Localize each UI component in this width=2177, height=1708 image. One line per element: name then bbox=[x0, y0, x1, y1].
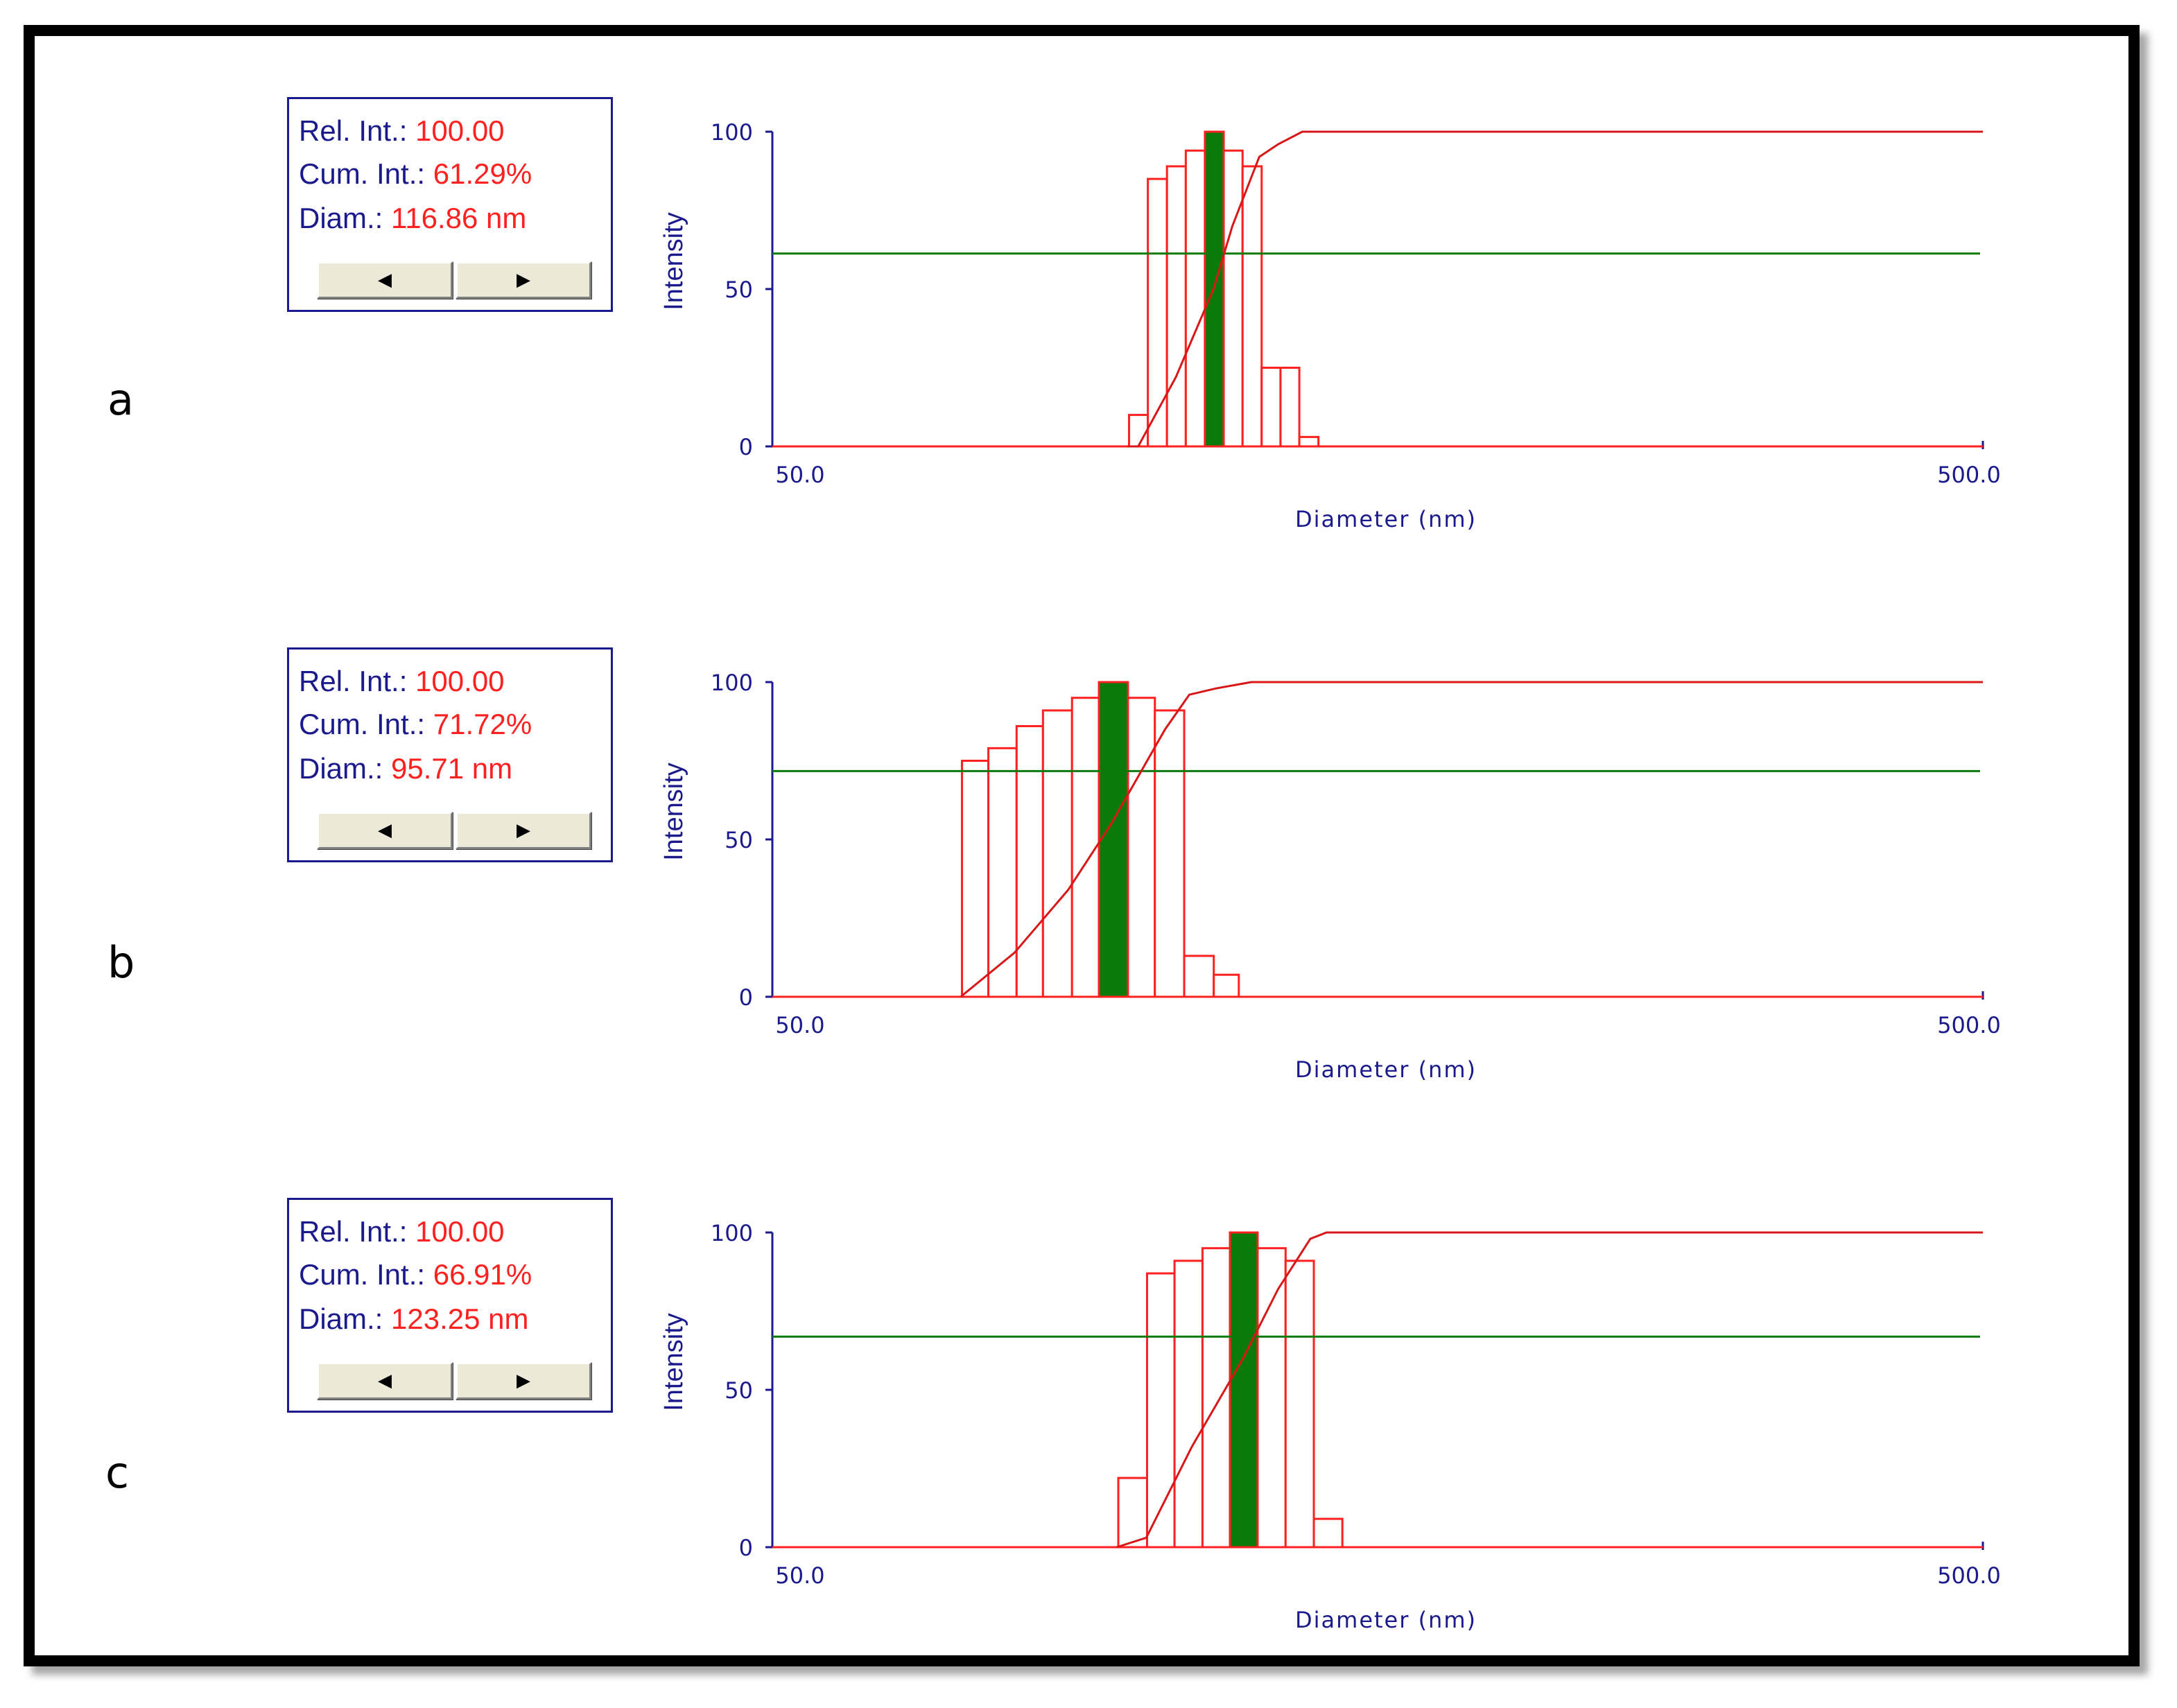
x-axis-label: Diameter (nm) bbox=[1295, 1607, 1477, 1633]
x-axis-label: Diameter (nm) bbox=[1295, 1056, 1477, 1083]
rel-int-line: Rel. Int.: 100.00 bbox=[299, 1215, 505, 1248]
prev-button[interactable]: ◀ bbox=[317, 1362, 453, 1400]
y-tick-label: 50 bbox=[725, 1377, 753, 1404]
diam-line: Diam.: 123.25 nm bbox=[299, 1302, 529, 1336]
y-tick-label: 50 bbox=[725, 827, 753, 853]
x-tick-label: 50.0 bbox=[775, 462, 824, 488]
x-tick-label: 500.0 bbox=[1937, 1562, 2001, 1589]
arrow-right-icon: ▶ bbox=[517, 270, 530, 290]
bar bbox=[1222, 149, 1244, 448]
cumulative-curve bbox=[1127, 130, 1983, 448]
x-tick-label: 50.0 bbox=[775, 1012, 824, 1038]
bar bbox=[961, 760, 990, 998]
bar bbox=[1154, 709, 1186, 998]
bar bbox=[1260, 367, 1282, 448]
bar bbox=[1279, 367, 1301, 448]
prev-button[interactable]: ◀ bbox=[317, 261, 453, 299]
diam-label: Diam.: bbox=[299, 1302, 383, 1335]
diam-value: 116.86 nm bbox=[391, 202, 527, 234]
diam-line: Diam.: 95.71 nm bbox=[299, 752, 512, 785]
panel-label-b: b bbox=[107, 937, 135, 988]
panel-label-c: c bbox=[105, 1447, 130, 1498]
cum-int-value: 61.29% bbox=[433, 157, 532, 190]
x-tick-label: 500.0 bbox=[1937, 1012, 2001, 1038]
bar bbox=[1256, 1247, 1287, 1549]
y-tick-label: 0 bbox=[739, 434, 753, 460]
cum-int-value: 71.72% bbox=[433, 708, 532, 740]
bar bbox=[1312, 1517, 1344, 1549]
bar bbox=[1213, 973, 1240, 998]
y-tick-label: 100 bbox=[711, 670, 753, 696]
bar bbox=[1041, 709, 1073, 998]
bar bbox=[1165, 165, 1187, 448]
highlighted-bar bbox=[1098, 681, 1129, 998]
rel-int-value: 100.00 bbox=[415, 114, 505, 147]
next-button[interactable]: ▶ bbox=[456, 1362, 591, 1400]
rel-int-value: 100.00 bbox=[415, 665, 505, 697]
cumulative-curve bbox=[960, 681, 1983, 998]
cum-int-label: Cum. Int.: bbox=[299, 157, 426, 190]
bar bbox=[1147, 177, 1168, 448]
bar bbox=[1145, 1272, 1176, 1549]
cum-int-label: Cum. Int.: bbox=[299, 708, 426, 740]
cum-int-label: Cum. Int.: bbox=[299, 1258, 426, 1291]
diam-label: Diam.: bbox=[299, 752, 383, 785]
y-axis-label: Intensity bbox=[659, 1313, 688, 1411]
bar bbox=[1070, 697, 1100, 998]
bar bbox=[1117, 1476, 1148, 1549]
panel-label-a: a bbox=[107, 374, 134, 425]
next-button[interactable]: ▶ bbox=[456, 261, 591, 299]
diam-line: Diam.: 116.86 nm bbox=[299, 202, 526, 235]
y-tick-label: 100 bbox=[711, 1220, 753, 1246]
diam-label: Diam.: bbox=[299, 202, 383, 234]
rel-int-value: 100.00 bbox=[415, 1215, 505, 1248]
cum-int-line: Cum. Int.: 66.91% bbox=[299, 1258, 532, 1291]
diam-value: 95.71 nm bbox=[391, 752, 513, 785]
prev-button[interactable]: ◀ bbox=[317, 812, 453, 849]
bar bbox=[1241, 165, 1263, 448]
rel-int-label: Rel. Int.: bbox=[299, 114, 408, 147]
y-tick-label: 100 bbox=[711, 119, 753, 146]
cum-int-line: Cum. Int.: 61.29% bbox=[299, 157, 532, 191]
bar bbox=[1127, 697, 1156, 998]
y-tick-label: 0 bbox=[739, 1535, 753, 1561]
highlighted-bar bbox=[1229, 1231, 1259, 1549]
bar bbox=[1284, 1260, 1315, 1549]
rel-int-line: Rel. Int.: 100.00 bbox=[299, 665, 505, 698]
rel-int-line: Rel. Int.: 100.00 bbox=[299, 114, 505, 148]
info-box-a: Rel. Int.: 100.00 Cum. Int.: 61.29% Diam… bbox=[287, 97, 613, 312]
y-axis-label: Intensity bbox=[659, 762, 688, 861]
rel-int-label: Rel. Int.: bbox=[299, 1215, 408, 1248]
info-box-c: Rel. Int.: 100.00 Cum. Int.: 66.91% Diam… bbox=[287, 1198, 613, 1413]
rel-int-label: Rel. Int.: bbox=[299, 665, 408, 697]
bar bbox=[1298, 435, 1320, 448]
arrow-right-icon: ▶ bbox=[517, 1370, 530, 1391]
arrow-left-icon: ◀ bbox=[378, 820, 392, 841]
arrow-right-icon: ▶ bbox=[517, 820, 530, 841]
x-axis-label: Diameter (nm) bbox=[1295, 506, 1477, 532]
y-axis-label: Intensity bbox=[659, 212, 688, 311]
arrow-left-icon: ◀ bbox=[378, 1370, 392, 1391]
y-tick-label: 50 bbox=[725, 277, 753, 303]
cum-int-line: Cum. Int.: 71.72% bbox=[299, 708, 532, 741]
arrow-left-icon: ◀ bbox=[378, 270, 392, 290]
cumulative-curve bbox=[1116, 1231, 1983, 1549]
x-tick-label: 500.0 bbox=[1937, 462, 2001, 488]
diam-value: 123.25 nm bbox=[391, 1302, 529, 1335]
next-button[interactable]: ▶ bbox=[456, 812, 591, 849]
bar bbox=[1201, 1247, 1231, 1549]
info-box-b: Rel. Int.: 100.00 Cum. Int.: 71.72% Diam… bbox=[287, 647, 613, 862]
bar bbox=[1184, 149, 1206, 448]
y-tick-label: 0 bbox=[739, 984, 753, 1011]
cum-int-value: 66.91% bbox=[433, 1258, 532, 1291]
bar bbox=[1173, 1260, 1204, 1549]
x-tick-label: 50.0 bbox=[775, 1562, 824, 1589]
